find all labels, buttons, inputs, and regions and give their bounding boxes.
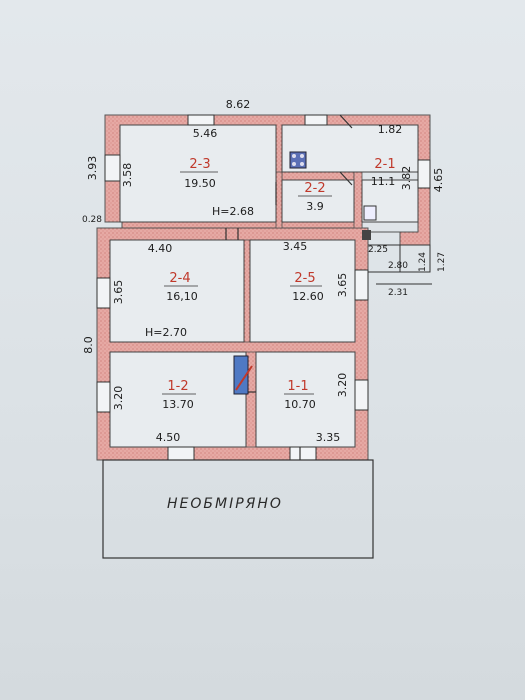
room-2-4-width: 4.40 bbox=[148, 242, 173, 255]
room-2-3-width: 5.46 bbox=[193, 127, 218, 140]
porch-dim-e: 1.24 bbox=[418, 252, 428, 272]
doors bbox=[225, 114, 353, 460]
room-2-1-width: 1.82 bbox=[378, 123, 403, 136]
room-2-3-outer-height: 3.93 bbox=[86, 156, 99, 181]
room-1-1-width: 3.35 bbox=[316, 431, 341, 444]
room-2-4-area: 16,10 bbox=[166, 290, 198, 303]
upper-height: H=2.68 bbox=[212, 205, 254, 218]
room-2-3-height: 3.58 bbox=[121, 163, 134, 188]
room-2-1-height: 3.82 bbox=[400, 166, 413, 191]
porch bbox=[368, 244, 432, 285]
room-fills bbox=[109, 124, 419, 448]
stove-icon bbox=[289, 151, 307, 169]
room-1-2-height: 3.20 bbox=[112, 386, 125, 411]
room-2-1-outer-height: 4.65 bbox=[432, 168, 445, 193]
unmeasured-annex bbox=[102, 459, 374, 559]
room-1-1-id: 1-1 bbox=[287, 379, 308, 394]
room-1-1-area: 10.70 bbox=[284, 398, 316, 411]
porch-dim-b: 2.80 bbox=[388, 261, 408, 271]
lower-height: H=2.70 bbox=[145, 326, 187, 339]
porch-dim-a: 2.25 bbox=[368, 245, 388, 255]
overall-width: 8.62 bbox=[226, 98, 251, 111]
room-2-5-area: 12.60 bbox=[292, 290, 324, 303]
room-2-5-height: 3.65 bbox=[336, 273, 349, 298]
room-1-2-width: 4.50 bbox=[156, 431, 181, 444]
room-2-2-area: 3.9 bbox=[306, 200, 324, 213]
room-1-1-height: 3.20 bbox=[336, 373, 349, 398]
room-2-1-id: 2-1 bbox=[374, 157, 395, 172]
room-2-5-id: 2-5 bbox=[294, 271, 315, 286]
room-2-3-id: 2-3 bbox=[189, 157, 210, 172]
boiler-icon bbox=[362, 205, 377, 240]
porch-dim-d: 1.27 bbox=[437, 252, 447, 272]
room-2-4-id: 2-4 bbox=[169, 271, 190, 286]
room-2-2-id: 2-2 bbox=[304, 181, 325, 196]
room-2-1-area: 11.1 bbox=[371, 175, 396, 188]
porch-dim-c: 2.31 bbox=[388, 288, 408, 298]
heater-icon bbox=[233, 355, 253, 395]
windows bbox=[96, 114, 431, 461]
overall-height: 8.0 bbox=[82, 336, 95, 354]
room-2-3-area: 19.50 bbox=[184, 177, 216, 190]
left-offset: 0.28 bbox=[82, 215, 102, 225]
room-2-5-width: 3.45 bbox=[283, 240, 308, 253]
room-1-2-area: 13.70 bbox=[162, 398, 194, 411]
unmeasured-label: НЕОБМІРЯНО bbox=[167, 496, 283, 512]
room-2-4-height: 3.65 bbox=[112, 280, 125, 305]
room-1-2-id: 1-2 bbox=[167, 379, 188, 394]
